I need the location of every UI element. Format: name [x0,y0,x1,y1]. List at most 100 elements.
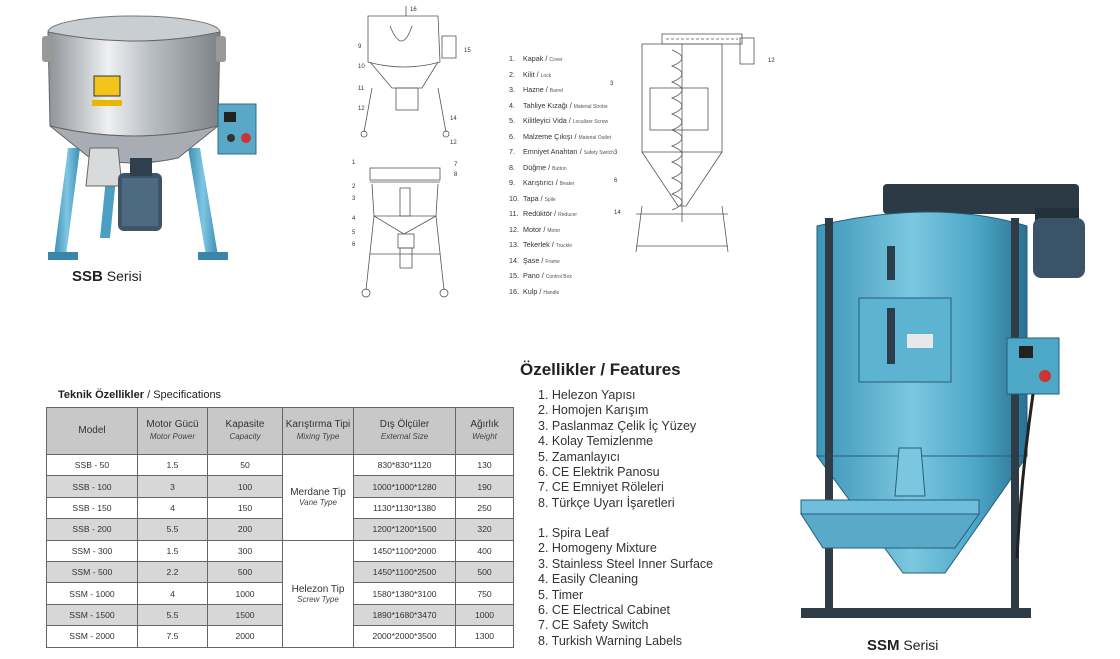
cell-capacity: 100 [207,475,283,498]
diagram-number: 15 [464,48,471,54]
cell-size: 1450*1100*2000 [353,539,456,562]
ssm-mixer-photo [800,184,1085,618]
legend-number: 4. [509,100,515,110]
mixing-type-tr: Helezon Tip [291,583,345,595]
cell-model: SSM - 1500 [46,603,138,627]
legend-label-tr: Hazne / [523,85,550,94]
specs-title: Teknik Özellikler / Specifications [58,389,221,401]
legend-label-tr: Tahliye Kızağı / [523,100,574,110]
legend-label-tr: Kapak / [523,54,550,63]
cell-weight: 400 [455,539,514,562]
diagram-number: 3 [614,150,618,156]
cell-capacity: 500 [207,560,283,584]
legend-label-tr: Motor / [523,224,548,234]
cell-model: SSB - 200 [46,518,138,541]
cell-power: 5.5 [137,518,208,541]
legend-item: 10.Tapa / Spile [509,192,614,208]
specs-header-tr: Motor Gücü [146,419,199,430]
legend-label-tr: Tekerlek / [523,240,556,249]
specs-header-en: External Size [380,432,429,441]
cell-weight: 1300 [455,625,514,648]
legend-label-en: Frame [545,258,560,265]
cell-weight: 320 [455,518,514,541]
diagram-number: 8 [454,172,458,178]
legend-item: 13.Tekerlek / Truckle [509,238,614,254]
feature-item-tr: 5. Zamanlayıcı [538,449,620,464]
cell-power: 5.5 [137,603,208,627]
legend-label-en: Motor [547,227,561,234]
specs-header-tr: Dış Ölçüler [379,419,430,430]
feature-item-en: 3. Stainless Steel Inner Surface [538,556,714,571]
legend-number: 2. [509,69,515,79]
cell-power: 4 [137,582,208,605]
feature-item-tr: 2. Homojen Karışım [538,403,649,418]
cell-weight: 1000 [455,603,514,627]
legend-number: 12. [509,224,519,234]
legend-label-tr: Düğme / [523,162,553,172]
diagram-number: 6 [352,242,356,248]
legend-number: 13. [509,240,519,249]
legend-item: 1.Kapak / Cover [509,52,614,68]
legend-item: 7.Emniyet Anahtarı / Safety Switch [509,145,614,161]
legend-number: 6. [509,131,515,141]
ssm-technical-drawing: 12 3 3 6 14 [610,33,775,253]
legend-number: 5. [509,116,515,125]
diagram-number: 5 [352,230,356,236]
feature-item-en: 8. Turkish Warning Labels [538,633,683,648]
legend-number: 3. [509,85,515,94]
diagram-number: 14 [614,210,621,216]
cell-size: 1450*1100*2500 [353,560,456,584]
ssb-code: SSB [72,268,103,285]
cell-capacity: 150 [207,496,283,520]
cell-power: 4 [137,496,208,520]
legend-item: 6.Malzeme Çıkışı / Material Outlet [509,130,614,146]
diagram-number: 12 [768,58,775,64]
legend-item: 12. Motor / Motor [509,223,614,239]
specs-header: Model [46,407,138,455]
cell-model: SSB - 150 [46,496,138,520]
legend-item: 9.Karıştırıcı / Beater [509,176,614,192]
legend-label-tr: Şase / [523,255,546,265]
legend-label-tr: Redüktör / [523,209,559,218]
feature-item-tr: 7. CE Emniyet Röleleri [538,480,664,495]
legend-label-tr: Tapa / [523,193,545,203]
legend-item: 5.Kilitleyici Vida / Localizer Screw [509,114,614,130]
feature-item-en: 5. Timer [538,587,584,602]
diagram-number: 16 [410,7,417,13]
ssb-serisi: Serisi [106,268,142,284]
cell-power: 1.5 [137,539,208,562]
legend-number: 8. [509,162,515,172]
features-title: Özellikler / Features [520,360,681,379]
legend-label-en: Localizer Screw [572,119,609,125]
legend-label-en: Safety Switch [583,150,615,156]
legend-number: 9. [509,178,515,187]
feature-item-en: 2. Homogeny Mixture [538,541,657,556]
diagram-number: 6 [614,178,618,184]
cell-model: SSB - 50 [46,453,138,477]
legend-label-tr: Pano / [523,271,546,280]
cell-model: SSM - 2000 [46,625,138,648]
feature-item-tr: 1. Helezon Yapısı [538,388,636,402]
legend-item: 11. Redüktör / Reducer [509,207,614,223]
cell-capacity: 1500 [207,603,283,627]
diagram-number: 7 [454,162,458,168]
legend-number: 15. [509,271,519,280]
legend-item: 14.Şase / Frame [509,254,614,270]
legend-number: 11. [509,209,519,218]
cell-model: SSM - 300 [46,539,138,562]
feature-item-en: 7. CE Safety Switch [538,618,649,633]
legend-label-en: Reducer [558,212,578,218]
cell-weight: 500 [455,560,514,584]
specs-header-en: Mixing Type [296,432,340,441]
cell-size: 1000*1000*1280 [353,475,456,498]
